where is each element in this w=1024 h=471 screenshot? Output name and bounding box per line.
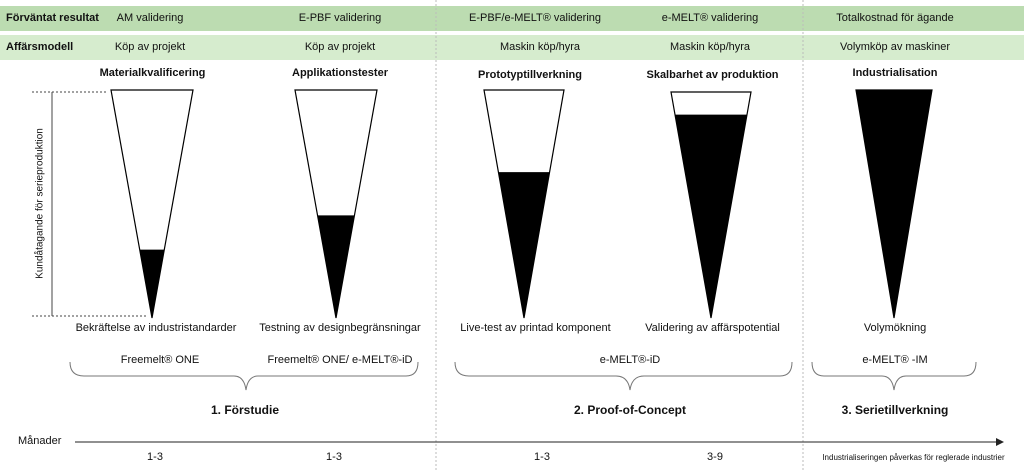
result-cell-4: e-MELT® validering [661,12,759,24]
result-cell-3: E-PBF/e-MELT® validering [469,12,601,24]
funnel-fill-1 [139,249,165,318]
timeline-note: Industrialiseringen påverkas för reglera… [822,453,1005,462]
product-1: Freemelt® ONE [120,354,200,366]
stage-title-2: Applikationstester [292,67,388,79]
stage-title-4: Skalbarhet av produktion [646,69,779,81]
model-cell-2: Köp av projekt [304,41,376,53]
stage-title-1: Materialkvalificering [99,67,206,79]
expected-results-label: Förväntat resultat [6,12,99,24]
stage-title-5: Industrialisation [852,67,938,79]
timeline-label: Månader [18,435,62,447]
brace-phase-1 [69,361,419,391]
funnel-outline-1 [110,89,194,319]
timeline-arrowhead [996,438,1004,446]
month-2: 1-3 [326,451,342,463]
caption-3: Live-test av printad komponent [460,322,611,334]
month-3: 1-3 [534,451,550,463]
model-cell-4: Maskin köp/hyra [669,41,751,53]
brace-phase-3 [811,361,977,391]
business-model-row [0,35,1024,60]
caption-4: Validering av affärspotential [645,322,780,334]
business-model-label: Affärsmodell [6,41,74,53]
caption-5: Volymökning [863,322,927,334]
caption-1: Bekräftelse av industristandarder [75,322,237,334]
result-cell-5: Totalkostnad för ägande [836,12,954,24]
funnel-fill-5 [856,90,932,318]
product-3: e-MELT®-iD [599,354,661,366]
stage-title-3: Prototyptillverkning [478,69,582,81]
model-cell-3: Maskin köp/hyra [499,41,581,53]
brace-phase-2 [454,361,793,391]
product-2: Freemelt® ONE/ e-MELT®-iD [267,354,413,366]
month-4: 3-9 [707,451,723,463]
model-cell-5: Volymköp av maskiner [839,41,951,53]
funnel-fill-3 [498,172,550,318]
phase-3: 3. Serietillverkning [841,403,949,417]
product-4: e-MELT® -IM [862,354,928,366]
phase-2: 2. Proof-of-Concept [574,403,686,417]
funnel-fill-4 [675,114,747,318]
result-cell-2: E-PBF validering [298,12,382,24]
caption-2: Testning av designbegränsningar [259,322,421,334]
month-1: 1-3 [147,451,163,463]
result-cell-1: AM validering [116,12,184,24]
funnel-fill-2 [317,215,355,318]
funnel-outline-2 [294,89,378,319]
model-cell-1: Köp av projekt [114,41,186,53]
expected-results-row [0,6,1024,31]
phase-1: 1. Förstudie [210,403,279,417]
